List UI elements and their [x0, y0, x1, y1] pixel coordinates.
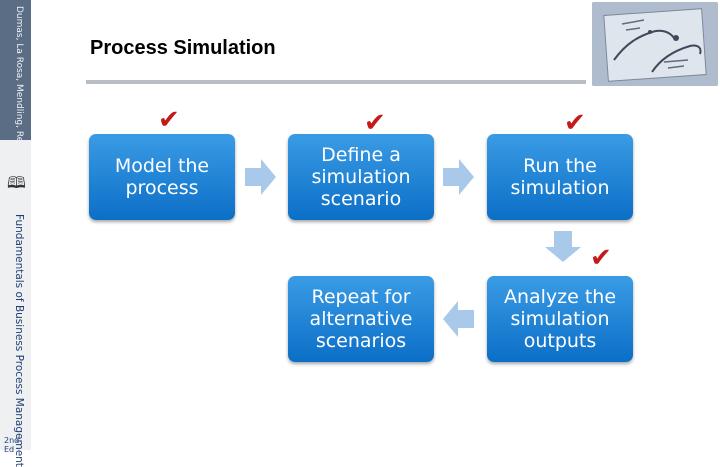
- page-title: Process Simulation: [90, 37, 276, 59]
- arrow-left-icon: [443, 301, 474, 337]
- check-icon-run: ✔: [564, 108, 586, 138]
- sidebar-edition: 2nd Ed: [4, 436, 20, 454]
- step-define-scenario: Define a simulation scenario: [288, 134, 434, 220]
- book-icon: 🕮: [7, 173, 26, 192]
- step-analyze-outputs: Analyze the simulation outputs: [487, 276, 633, 362]
- arrow-right-icon: [245, 159, 276, 195]
- check-icon-model: ✔: [158, 105, 180, 135]
- arrow-right-icon: [443, 159, 474, 195]
- title-divider: [86, 80, 586, 84]
- step-repeat-scenarios: Repeat for alternative scenarios: [288, 276, 434, 362]
- drawing-hands-image: [592, 2, 718, 86]
- step-model-process: Model the process: [89, 134, 235, 220]
- sidebar: Dumas, La Rosa, Mendling, Reijers 🕮 Fund…: [0, 0, 31, 467]
- sidebar-header: Dumas, La Rosa, Mendling, Reijers: [0, 0, 31, 161]
- sidebar-authors: Dumas, La Rosa, Mendling, Reijers: [14, 6, 24, 162]
- sidebar-book-title: Fundamentals of Business Process Managem…: [13, 214, 25, 467]
- check-icon-analyze: ✔: [590, 243, 612, 273]
- check-icon-define: ✔: [364, 108, 386, 138]
- step-run-simulation: Run the simulation: [487, 134, 633, 220]
- arrow-down-icon: [545, 231, 581, 262]
